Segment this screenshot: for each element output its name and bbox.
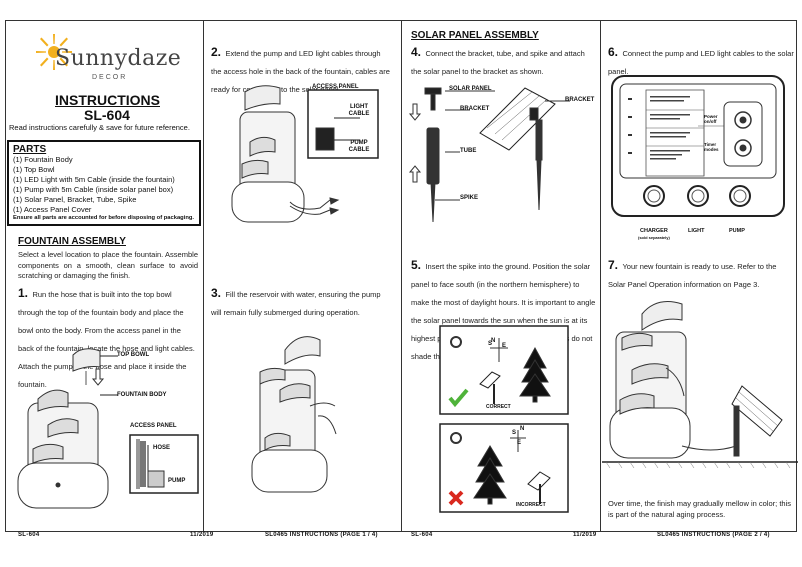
fountain-illustration-step2	[231, 85, 379, 223]
brand-sub: DECOR	[92, 74, 128, 81]
sun-icon	[450, 432, 462, 444]
fountain-assembly-heading: FOUNTAIN ASSEMBLY	[18, 236, 126, 247]
list-item: (1) Top Bowl	[13, 165, 55, 174]
compass-e-1: E	[502, 343, 507, 349]
page-title: INSTRUCTIONS	[55, 92, 160, 108]
step-6: 6. Connect the pump and LED light cables…	[608, 43, 796, 79]
step-3: 3. Fill the reservoir with water, ensuri…	[211, 284, 393, 320]
label-power: Power on/off	[704, 114, 718, 124]
fountain-assembly-intro: Select a level location to place the fou…	[18, 250, 198, 280]
parts-warning: Ensure all parts are accounted for befor…	[13, 215, 195, 221]
label-pump-cable: PUMP CABLE	[348, 140, 370, 153]
step-4: 4. Connect the bracket, tube, and spike …	[411, 43, 597, 79]
label-bracket: BRACKET	[460, 106, 490, 112]
label-charger-note: (sold separately)	[638, 235, 670, 240]
label-charger: CHARGER	[640, 228, 668, 234]
brand-name: Sunnydaze	[55, 46, 182, 71]
label-spike: SPIKE	[460, 195, 479, 201]
list-item: (1) Pump with 5m Cable (inside solar pan…	[13, 185, 174, 194]
compass-n-2: N	[520, 426, 525, 432]
sun-icon	[450, 336, 462, 348]
label-correct: CORRECT	[486, 404, 511, 410]
label-hose: HOSE	[153, 445, 171, 451]
step-number: 7.	[608, 258, 619, 272]
read-note: Read instructions carefully & save for f…	[9, 123, 190, 132]
step-number: 2.	[211, 45, 222, 59]
label-access-panel: ACCESS PANEL	[130, 423, 177, 429]
sun-logo-icon	[36, 34, 72, 70]
label-light-cable: LIGHT CABLE	[348, 104, 370, 117]
incorrect-positioning-diagram	[439, 423, 569, 513]
label-bracket-assembled: BRACKET	[565, 97, 595, 103]
step-number: 6.	[608, 45, 619, 59]
check-icon	[448, 388, 469, 408]
list-item: (1) Solar Panel, Bracket, Tube, Spike	[13, 195, 137, 204]
list-item: (1) Fountain Body	[13, 155, 73, 164]
compass-s-2: S	[512, 430, 517, 436]
fountain-illustration-step1	[17, 348, 199, 509]
label-access-panel-2: ACCESS PANEL	[312, 84, 359, 90]
solar-panel-heading: SOLAR PANEL ASSEMBLY	[411, 30, 539, 41]
parts-box: PARTS (1) Fountain Body (1) Top Bowl (1)…	[7, 140, 201, 226]
step-text: Fill the reservoir with water, ensuring …	[211, 290, 381, 317]
label-tube: TUBE	[460, 148, 477, 154]
footer-date-2: 11/2019	[573, 532, 597, 538]
label-timer: Timer modes	[704, 142, 719, 152]
step-number: 1.	[18, 286, 29, 300]
correct-positioning-diagram	[439, 325, 569, 415]
label-top-bowl: TOP BOWL	[117, 352, 150, 358]
page-divider	[401, 20, 402, 532]
compass-n-1: N	[491, 338, 496, 344]
step-text: Connect the bracket, tube, and spike and…	[411, 49, 585, 76]
compass-s-1: S	[488, 341, 493, 347]
footer-model-1: SL-604	[18, 532, 40, 538]
model-number: SL-604	[84, 107, 130, 123]
column-divider-1	[203, 20, 204, 532]
footer-doc-2: SL0465 INSTRUCTIONS (PAGE 2 / 4)	[657, 532, 770, 538]
step-1: 1. Run the hose that is built into the t…	[18, 284, 198, 392]
label-incorrect: INCORRECT	[516, 502, 546, 508]
footer-date-1: 11/2019	[190, 532, 214, 538]
step-text: Your new fountain is ready to use. Refer…	[608, 262, 777, 289]
footer-doc-1: SL0465 INSTRUCTIONS (PAGE 1 / 4)	[265, 532, 378, 538]
column-divider-3	[600, 20, 601, 532]
step-number: 5.	[411, 258, 422, 272]
cross-icon	[448, 490, 464, 506]
step-number: 3.	[211, 286, 222, 300]
fountain-illustration-step3	[251, 336, 337, 493]
label-pump: PUMP	[168, 478, 186, 484]
finished-fountain-illustration	[602, 301, 798, 469]
step-7: 7. Your new fountain is ready to use. Re…	[608, 256, 796, 292]
label-pump-port: PUMP	[729, 228, 745, 234]
label-solar-panel: SOLAR PANEL	[449, 86, 492, 92]
compass-e-2: E	[517, 440, 522, 446]
step-number: 4.	[411, 45, 422, 59]
solar-parts-illustration	[408, 87, 570, 223]
solar-panel-back-illustration	[611, 75, 785, 217]
parts-heading: PARTS	[13, 144, 47, 155]
aging-note: Over time, the finish may gradually mell…	[608, 499, 791, 519]
label-fountain-body: FOUNTAIN BODY	[117, 392, 167, 398]
label-light-port: LIGHT	[688, 228, 705, 234]
list-item: (1) Access Panel Cover	[13, 205, 92, 214]
step-text: Run the hose that is built into the top …	[18, 290, 195, 389]
footer-model-2: SL-604	[411, 532, 433, 538]
parts-list: (1) Fountain Body (1) Top Bowl (1) LED L…	[13, 155, 195, 215]
list-item: (1) LED Light with 5m Cable (inside the …	[13, 175, 175, 184]
step-text: Connect the pump and LED light cables to…	[608, 49, 794, 76]
